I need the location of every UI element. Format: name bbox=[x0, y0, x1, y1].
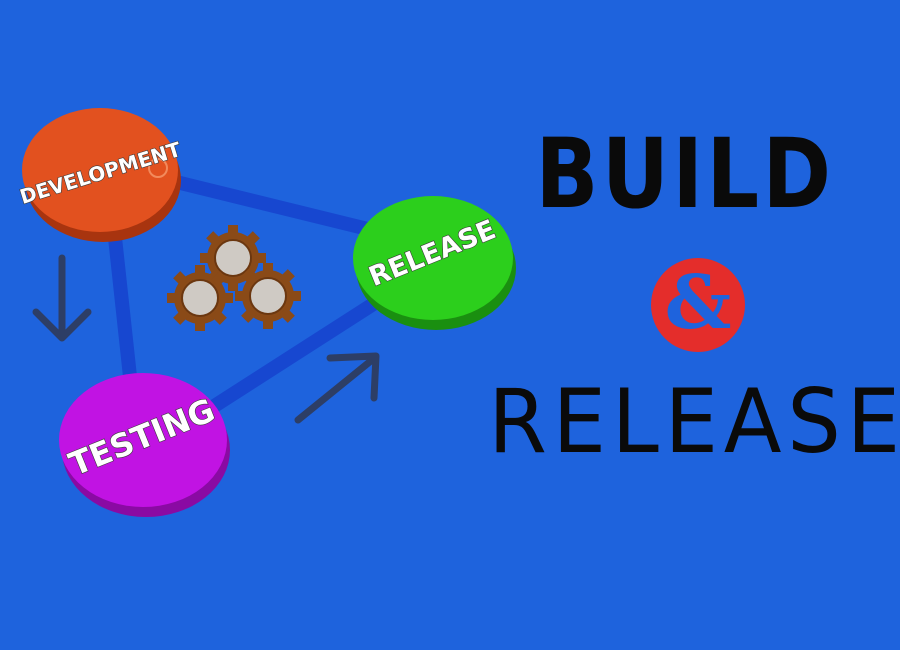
ampersand-badge: & bbox=[651, 258, 745, 352]
up-right-arrow-icon bbox=[294, 352, 380, 424]
gear-icon bbox=[200, 225, 266, 291]
node-testing: TESTING bbox=[59, 373, 230, 517]
node-development: DEVELOPMENT bbox=[16, 108, 185, 242]
heading-build: BUILD bbox=[535, 118, 835, 230]
gear-icon bbox=[235, 263, 301, 329]
down-arrow-icon bbox=[32, 254, 92, 342]
connector-development-release bbox=[153, 171, 387, 239]
node-release: RELEASE bbox=[353, 196, 516, 330]
gear-icon bbox=[167, 265, 233, 331]
swirl-icon bbox=[148, 158, 168, 178]
heading-release: RELEASE bbox=[488, 370, 900, 473]
ampersand-glyph: & bbox=[664, 260, 732, 346]
gears-icon bbox=[167, 225, 301, 331]
connector-testing-release bbox=[198, 285, 399, 419]
